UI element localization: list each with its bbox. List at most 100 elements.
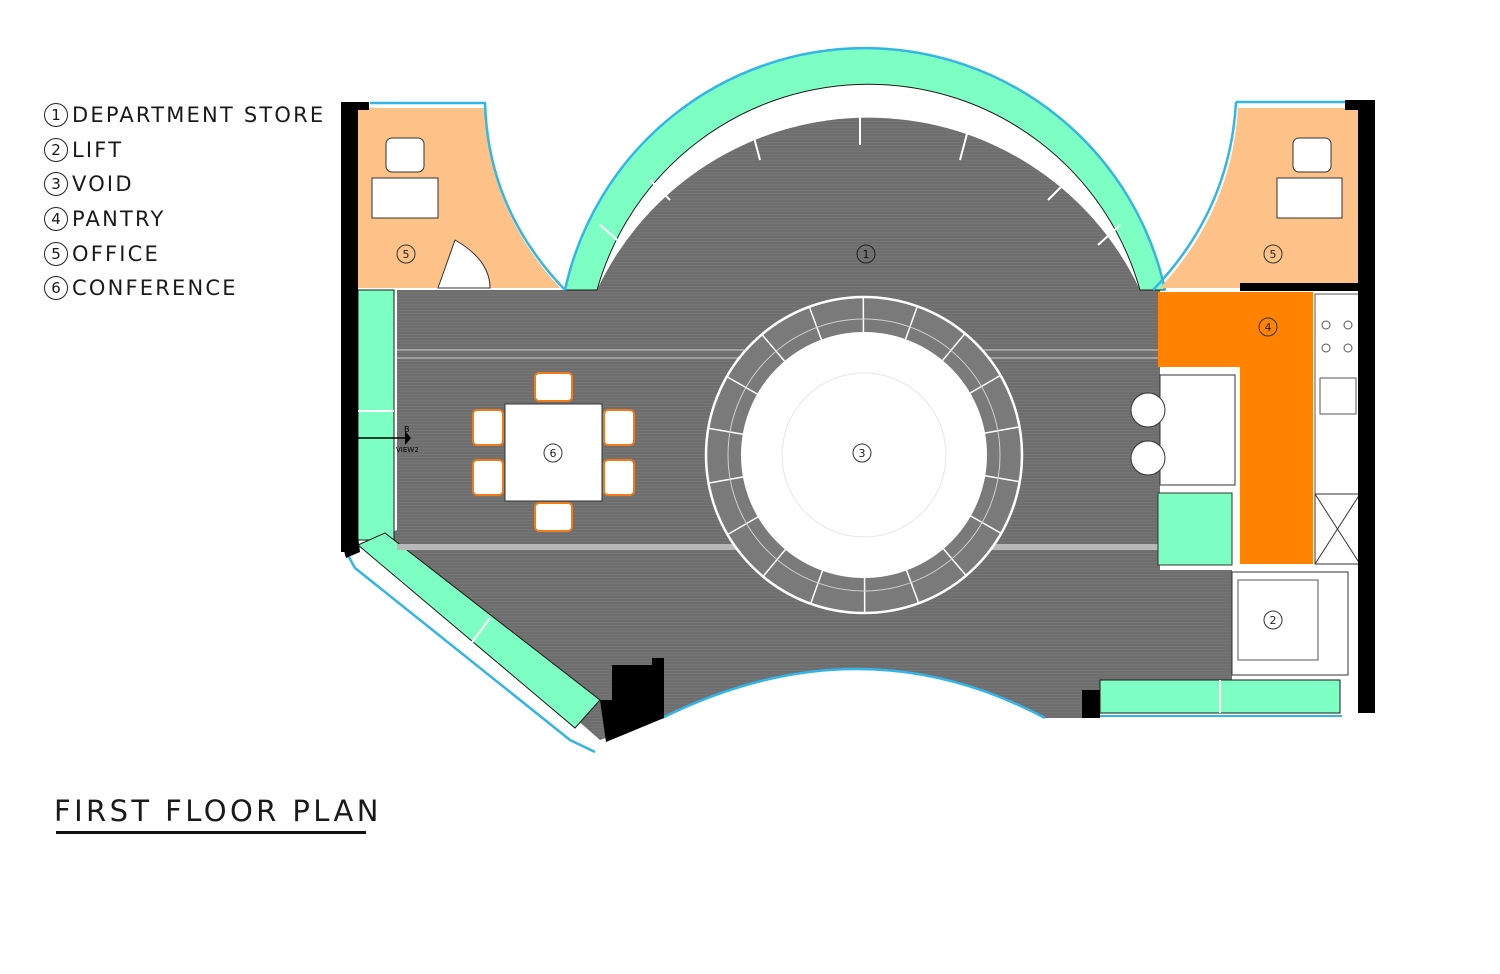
chair: [534, 502, 573, 532]
stove-burner: [1343, 320, 1353, 330]
door-swing: [437, 239, 491, 289]
title-underline: [56, 831, 366, 834]
pantry-counter: [1240, 367, 1313, 564]
office-left: [358, 101, 566, 291]
tag-pantry: 4: [1258, 317, 1278, 337]
railing-divider: [942, 547, 967, 577]
pantry-counter: [1158, 292, 1313, 367]
mullion: [1097, 224, 1121, 246]
chair: [603, 409, 635, 446]
railing-divider: [983, 426, 1020, 435]
section-marker: B VIEW2: [358, 425, 419, 454]
glazing-line: [563, 46, 1167, 291]
tag-number: 6: [550, 447, 557, 460]
bottom-curved-glass: [661, 667, 1046, 720]
railing-inner-line: [727, 318, 1001, 592]
tag-office-left: 5: [396, 244, 416, 264]
stove-burner: [1321, 343, 1331, 353]
pantry-bar: [1159, 374, 1236, 486]
tag-lift: 2: [1263, 610, 1283, 630]
lift: [1231, 571, 1349, 676]
glazing-panel: [357, 289, 395, 541]
railing-divider: [708, 475, 745, 484]
conference-table: [504, 403, 603, 502]
mullion: [1047, 179, 1069, 201]
wall: [1358, 100, 1375, 713]
legend-number: 3: [44, 172, 68, 197]
office-glass: [1152, 100, 1345, 291]
tag-number: 3: [859, 447, 866, 460]
chair: [472, 459, 504, 496]
legend-number: 2: [44, 137, 68, 162]
mullion: [649, 179, 671, 201]
railing-divider: [905, 569, 920, 604]
tag-number: 4: [1265, 321, 1272, 334]
office-chair: [385, 137, 425, 173]
wall: [341, 102, 369, 110]
bar-stool: [1130, 440, 1166, 476]
railing-divider: [969, 514, 1002, 535]
railing-divider: [968, 374, 1001, 395]
tag-number: 1: [863, 248, 870, 261]
conference-furniture: [472, 372, 635, 532]
tag-office-right: 5: [1263, 244, 1283, 264]
desk: [371, 177, 439, 219]
lift-car: [1237, 579, 1319, 661]
column: [600, 658, 664, 742]
section-view-label: VIEW2: [396, 446, 419, 454]
pantry: [1130, 292, 1361, 566]
void-opening: [781, 372, 947, 538]
plan-title: FIRST FLOOR PLAN: [54, 794, 382, 828]
wall: [1345, 100, 1360, 110]
chair: [534, 372, 573, 402]
office-glass: [370, 101, 566, 291]
railing-divider: [984, 474, 1020, 483]
pantry-glazing: [1157, 492, 1233, 566]
legend-label: CONFERENCE: [72, 276, 238, 301]
chair: [472, 409, 504, 446]
left-glazing: [357, 289, 395, 541]
legend-label: DEPARTMENT STORE: [72, 103, 326, 128]
railing-divider: [708, 427, 744, 436]
railing-segments: [708, 296, 1020, 614]
tag-number: 5: [403, 248, 410, 261]
legend-number: 6: [44, 276, 68, 301]
tag-number: 5: [1270, 248, 1277, 261]
void-ring-inner-edge: [741, 332, 987, 578]
office-chair: [1292, 137, 1332, 173]
room-tags: 5 5 1 4 6 3 2: [396, 244, 1283, 630]
railing-divider: [726, 375, 759, 396]
legend-label: PANTRY: [72, 207, 166, 232]
tag-store: 1: [856, 244, 876, 264]
bottom-right-glazing: [1098, 679, 1342, 717]
railing-divider: [941, 333, 966, 362]
legend-number: 1: [44, 103, 68, 128]
bar-stool: [1130, 392, 1166, 428]
column: [1082, 690, 1100, 718]
railing-divider: [904, 306, 919, 341]
railing-divider: [727, 515, 760, 536]
desk: [1276, 177, 1343, 219]
railing-divider: [808, 306, 823, 341]
store-curved-glazing: [563, 46, 1167, 291]
wall: [341, 536, 360, 558]
legend-label: LIFT: [72, 137, 124, 162]
railing-divider: [761, 333, 786, 363]
sink: [1319, 377, 1357, 415]
legend-number: 5: [44, 241, 68, 266]
section-arrow-icon: [405, 431, 411, 445]
railing-divider: [809, 569, 824, 604]
shaft-cross: [1314, 493, 1361, 565]
legend-label: VOID: [72, 172, 134, 197]
tag-conference: 6: [543, 443, 563, 463]
walls: [341, 100, 1375, 742]
legend-number: 4: [44, 207, 68, 232]
stove-burner: [1343, 343, 1353, 353]
